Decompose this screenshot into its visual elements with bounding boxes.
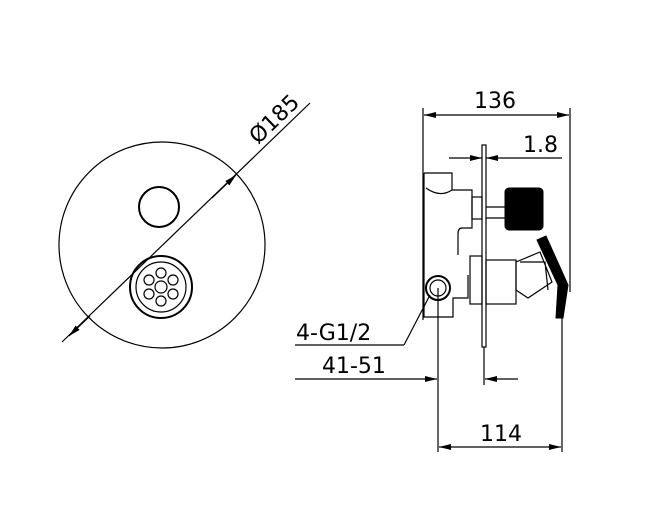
overall-depth-label: 136 (474, 89, 516, 114)
lever-handle (536, 235, 569, 319)
diameter-label: Ø185 (245, 90, 305, 149)
cover-plate-outline (58, 141, 266, 349)
valve-body (423, 172, 473, 318)
side-view: 136 1.8 4-G1/2 41-51 114 (295, 89, 571, 452)
wall-depth-range-label: 41-51 (322, 354, 386, 379)
wall-plate (481, 144, 487, 348)
cartridge-handle (129, 255, 193, 319)
diverter-knob (504, 187, 544, 231)
projection-label: 114 (480, 422, 522, 447)
diverter-knob-circle (138, 186, 180, 228)
front-view: Ø185 (58, 90, 311, 349)
inlet-thread-label: 4-G1/2 (296, 321, 371, 346)
plate-thickness-label: 1.8 (523, 133, 558, 158)
diameter-dimension-line (61, 102, 311, 343)
